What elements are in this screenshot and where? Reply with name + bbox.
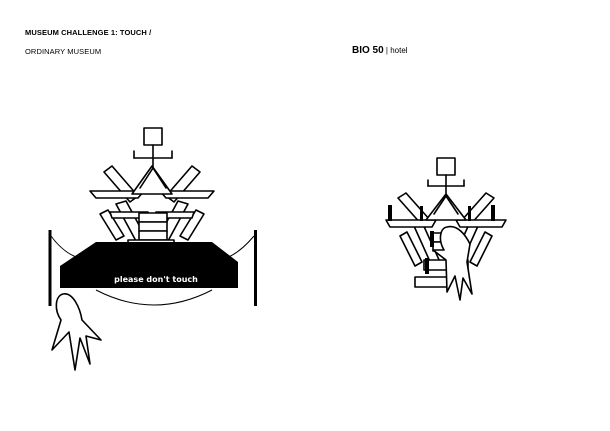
- sculpture-triangle: [425, 193, 467, 221]
- sculpture-arm: [179, 209, 205, 241]
- sculpture-arm: [99, 209, 125, 241]
- sculpture-block: [138, 230, 168, 241]
- visitor-figure: [432, 225, 473, 301]
- sculpture-shelf: [159, 190, 215, 199]
- sculpture-head: [143, 127, 163, 146]
- upright-object: [420, 206, 423, 221]
- exhibit-sculpture: [89, 127, 215, 260]
- sculpture-block: [138, 221, 168, 232]
- upright-object: [430, 231, 434, 247]
- right-panel-title-bold: BIO 50: [352, 45, 384, 56]
- sculpture-shelf: [385, 219, 437, 228]
- barrier-post-left: [48, 230, 52, 306]
- upright-object: [388, 205, 392, 221]
- exhibit-plinth: [60, 242, 238, 288]
- left-panel-title: ORDINARY MUSEUM: [25, 47, 102, 56]
- sculpture-head: [436, 157, 456, 176]
- visitor-figure: [51, 293, 102, 371]
- right-panel-title-suffix: | hotel: [383, 46, 408, 55]
- barrier-rope-front: [95, 289, 213, 306]
- right-panel-title: BIO 50 | hotel: [352, 46, 408, 56]
- upright-object: [468, 206, 471, 221]
- sculpture-shelf: [455, 219, 507, 228]
- sculpture-block: [138, 212, 168, 223]
- barrier-post-right: [254, 230, 257, 306]
- sculpture-shelf: [89, 190, 145, 199]
- sculpture-triangle: [131, 165, 173, 195]
- upright-object: [425, 258, 429, 274]
- sculpture-arm: [469, 231, 493, 267]
- sculpture-block: [414, 276, 450, 288]
- upright-object: [491, 205, 495, 221]
- bio50-hotel-scene: [385, 157, 507, 301]
- plinth-sign: please don't touch: [114, 275, 198, 284]
- page-heading: MUSEUM CHALLENGE 1: TOUCH /: [25, 28, 152, 37]
- sculpture-arm: [399, 231, 423, 267]
- ordinary-museum-scene: please don't touch: [48, 127, 257, 371]
